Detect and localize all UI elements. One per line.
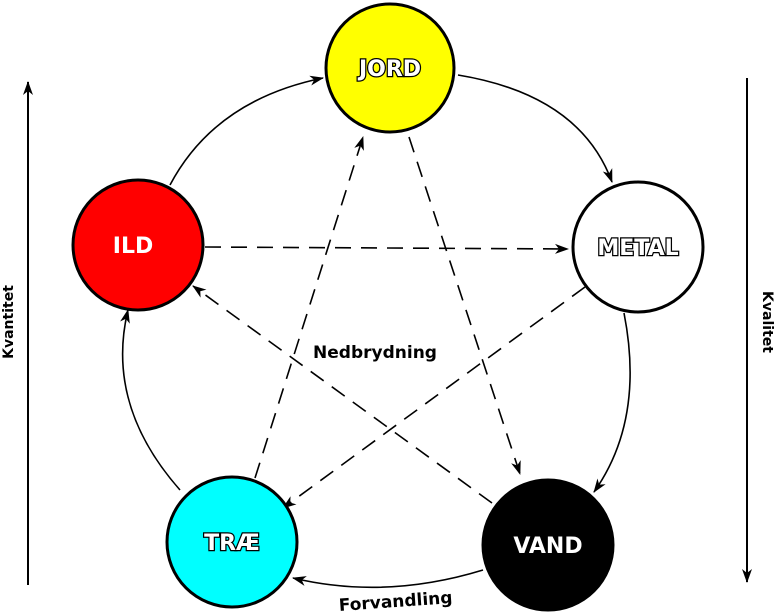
- element-jord: JORD: [324, 2, 456, 134]
- controlling-cycle: [192, 136, 586, 509]
- quantity-label: Kvantitet: [1, 285, 17, 359]
- element-metal: METAL: [571, 180, 705, 314]
- metal-circle: [571, 180, 705, 314]
- quality-label: Kvalitet: [759, 291, 775, 353]
- vand-label: VAND: [513, 534, 582, 559]
- element-ild: ILD: [71, 178, 205, 312]
- arrow-trae-to-jord: [254, 136, 364, 479]
- ild-label: ILD: [113, 234, 153, 259]
- arrow-metal-to-trae: [282, 286, 586, 509]
- jord-circle: [324, 2, 456, 134]
- trae-circle: [165, 475, 299, 609]
- metal-label: METAL: [597, 236, 678, 261]
- vand-circle: [481, 478, 615, 612]
- element-vand: VAND: [481, 478, 615, 612]
- arrow-ild-to-metal: [204, 243, 569, 254]
- arrow-jord-to-metal: [457, 74, 613, 183]
- arrow-ild-to-jord: [169, 75, 324, 186]
- trae-label: TRÆ: [204, 531, 260, 556]
- jord-label: JORD: [357, 57, 421, 82]
- arrow-metal-to-vand: [593, 312, 631, 493]
- bottom-caption: Forvandling: [338, 588, 453, 616]
- element-trae: TRÆ: [165, 475, 299, 609]
- arrow-vand-to-trae: [292, 569, 484, 589]
- ild-circle: [71, 178, 205, 312]
- center-caption: Nedbrydning: [313, 343, 437, 363]
- arrow-jord-to-vand: [408, 136, 521, 475]
- arrow-trae-to-ild: [120, 309, 181, 491]
- generating-cycle: [120, 74, 631, 589]
- arrow-vand-to-ild: [192, 285, 493, 504]
